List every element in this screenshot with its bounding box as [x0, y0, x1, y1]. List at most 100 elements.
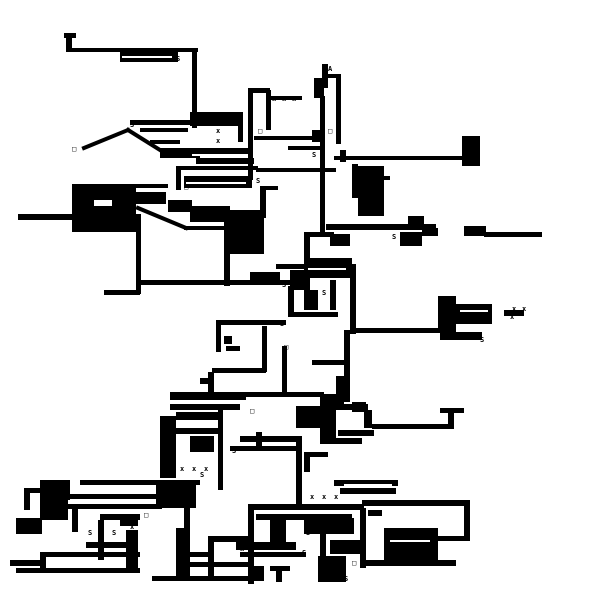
- wall-segment: [408, 216, 424, 228]
- station-glyph: S: [130, 121, 134, 129]
- wall-segment: [218, 410, 223, 490]
- wall-segment: [224, 336, 232, 344]
- wall-segment: [240, 552, 306, 557]
- wall-segment: [438, 296, 456, 332]
- wall-segment: [212, 368, 266, 373]
- wall-segment: [216, 320, 221, 352]
- wall-segment: [360, 508, 366, 568]
- diagonal-corridor: [81, 127, 131, 151]
- wall-segment: [320, 534, 326, 556]
- wall-segment: [360, 560, 456, 566]
- opening: [460, 310, 488, 312]
- node-glyph: □: [120, 199, 124, 207]
- wall-segment: [120, 520, 138, 526]
- crossing-glyph: x: [130, 523, 135, 531]
- wall-segment: [16, 518, 42, 534]
- wall-segment: [176, 168, 181, 190]
- wall-segment: [436, 536, 470, 541]
- wall-segment: [176, 428, 220, 434]
- wall-segment: [196, 148, 250, 154]
- wall-segment: [240, 436, 300, 442]
- wall-segment: [250, 566, 264, 580]
- wall-segment: [186, 552, 210, 557]
- wall-segment: [130, 120, 240, 125]
- node-glyph: □: [144, 511, 148, 519]
- station-glyph: S: [112, 529, 116, 537]
- wall-segment: [326, 224, 436, 230]
- crossing-glyph: x: [216, 127, 221, 135]
- wall-segment: [254, 136, 324, 140]
- station-glyph: S: [392, 233, 396, 241]
- wall-segment: [260, 186, 266, 218]
- wall-segment: [344, 546, 360, 554]
- wall-segment: [136, 214, 141, 294]
- wall-segment: [270, 96, 302, 100]
- station-glyph: S: [200, 471, 204, 479]
- crossing-glyph: x: [310, 493, 315, 501]
- crossing-glyph: x: [282, 95, 287, 103]
- wall-segment: [80, 480, 200, 485]
- opening: [344, 484, 392, 486]
- wall-segment: [382, 176, 390, 180]
- wall-segment: [240, 392, 324, 397]
- wall-segment: [176, 166, 258, 170]
- wall-segment: [168, 200, 192, 212]
- opening: [192, 154, 248, 156]
- wall-segment: [132, 184, 168, 188]
- wall-segment: [256, 432, 262, 448]
- wall-segment: [224, 206, 230, 286]
- wall-segment: [236, 542, 296, 550]
- wall-segment: [304, 290, 318, 310]
- opening: [176, 400, 236, 402]
- wall-segment: [248, 88, 270, 93]
- crossing-glyph: x: [292, 95, 297, 103]
- wall-segment: [140, 280, 290, 285]
- wall-segment: [230, 446, 300, 451]
- crossing-glyph: x: [510, 313, 515, 321]
- opening: [122, 56, 172, 58]
- wall-segment: [256, 514, 352, 520]
- wall-segment: [72, 184, 136, 232]
- wall-segment: [16, 568, 140, 573]
- wall-segment: [176, 412, 220, 420]
- crossing-glyph: x: [240, 545, 245, 553]
- wall-segment: [190, 112, 242, 126]
- wall-segment: [248, 504, 364, 510]
- wall-segment: [462, 136, 480, 166]
- wall-segment: [170, 404, 240, 410]
- crossing-glyph: x: [204, 465, 209, 473]
- wall-segment: [100, 514, 140, 520]
- wall-segment: [322, 64, 328, 88]
- crossing-glyph: x: [180, 465, 185, 473]
- wall-segment: [464, 226, 486, 236]
- wall-segment: [352, 164, 358, 198]
- crossing-glyph: x: [192, 465, 197, 473]
- wall-segment: [176, 528, 184, 578]
- wall-segment: [24, 488, 30, 510]
- wall-segment: [338, 430, 374, 436]
- wall-segment: [440, 332, 482, 340]
- station-glyph: S: [336, 399, 340, 407]
- station-glyph: S: [302, 549, 306, 557]
- wall-segment: [358, 166, 384, 216]
- wall-segment: [288, 146, 322, 150]
- wall-segment: [304, 452, 310, 472]
- station-glyph: S: [312, 151, 316, 159]
- wall-segment: [340, 150, 346, 162]
- wall-segment: [288, 286, 294, 316]
- wall-segment: [262, 186, 278, 190]
- wall-segment: [330, 234, 350, 246]
- opening-layer: [94, 56, 488, 542]
- station-glyph: S: [306, 529, 310, 537]
- diagonal-corridor: [125, 127, 163, 153]
- wall-segment: [10, 560, 44, 566]
- wall-segment: [126, 530, 138, 570]
- node-glyph: □: [184, 183, 188, 191]
- station-glyph: S: [344, 575, 348, 583]
- node-glyph: □: [284, 343, 288, 351]
- wall-segment: [120, 48, 178, 62]
- wall-segment: [320, 394, 336, 444]
- opening: [94, 200, 112, 206]
- wall-segment: [330, 280, 336, 310]
